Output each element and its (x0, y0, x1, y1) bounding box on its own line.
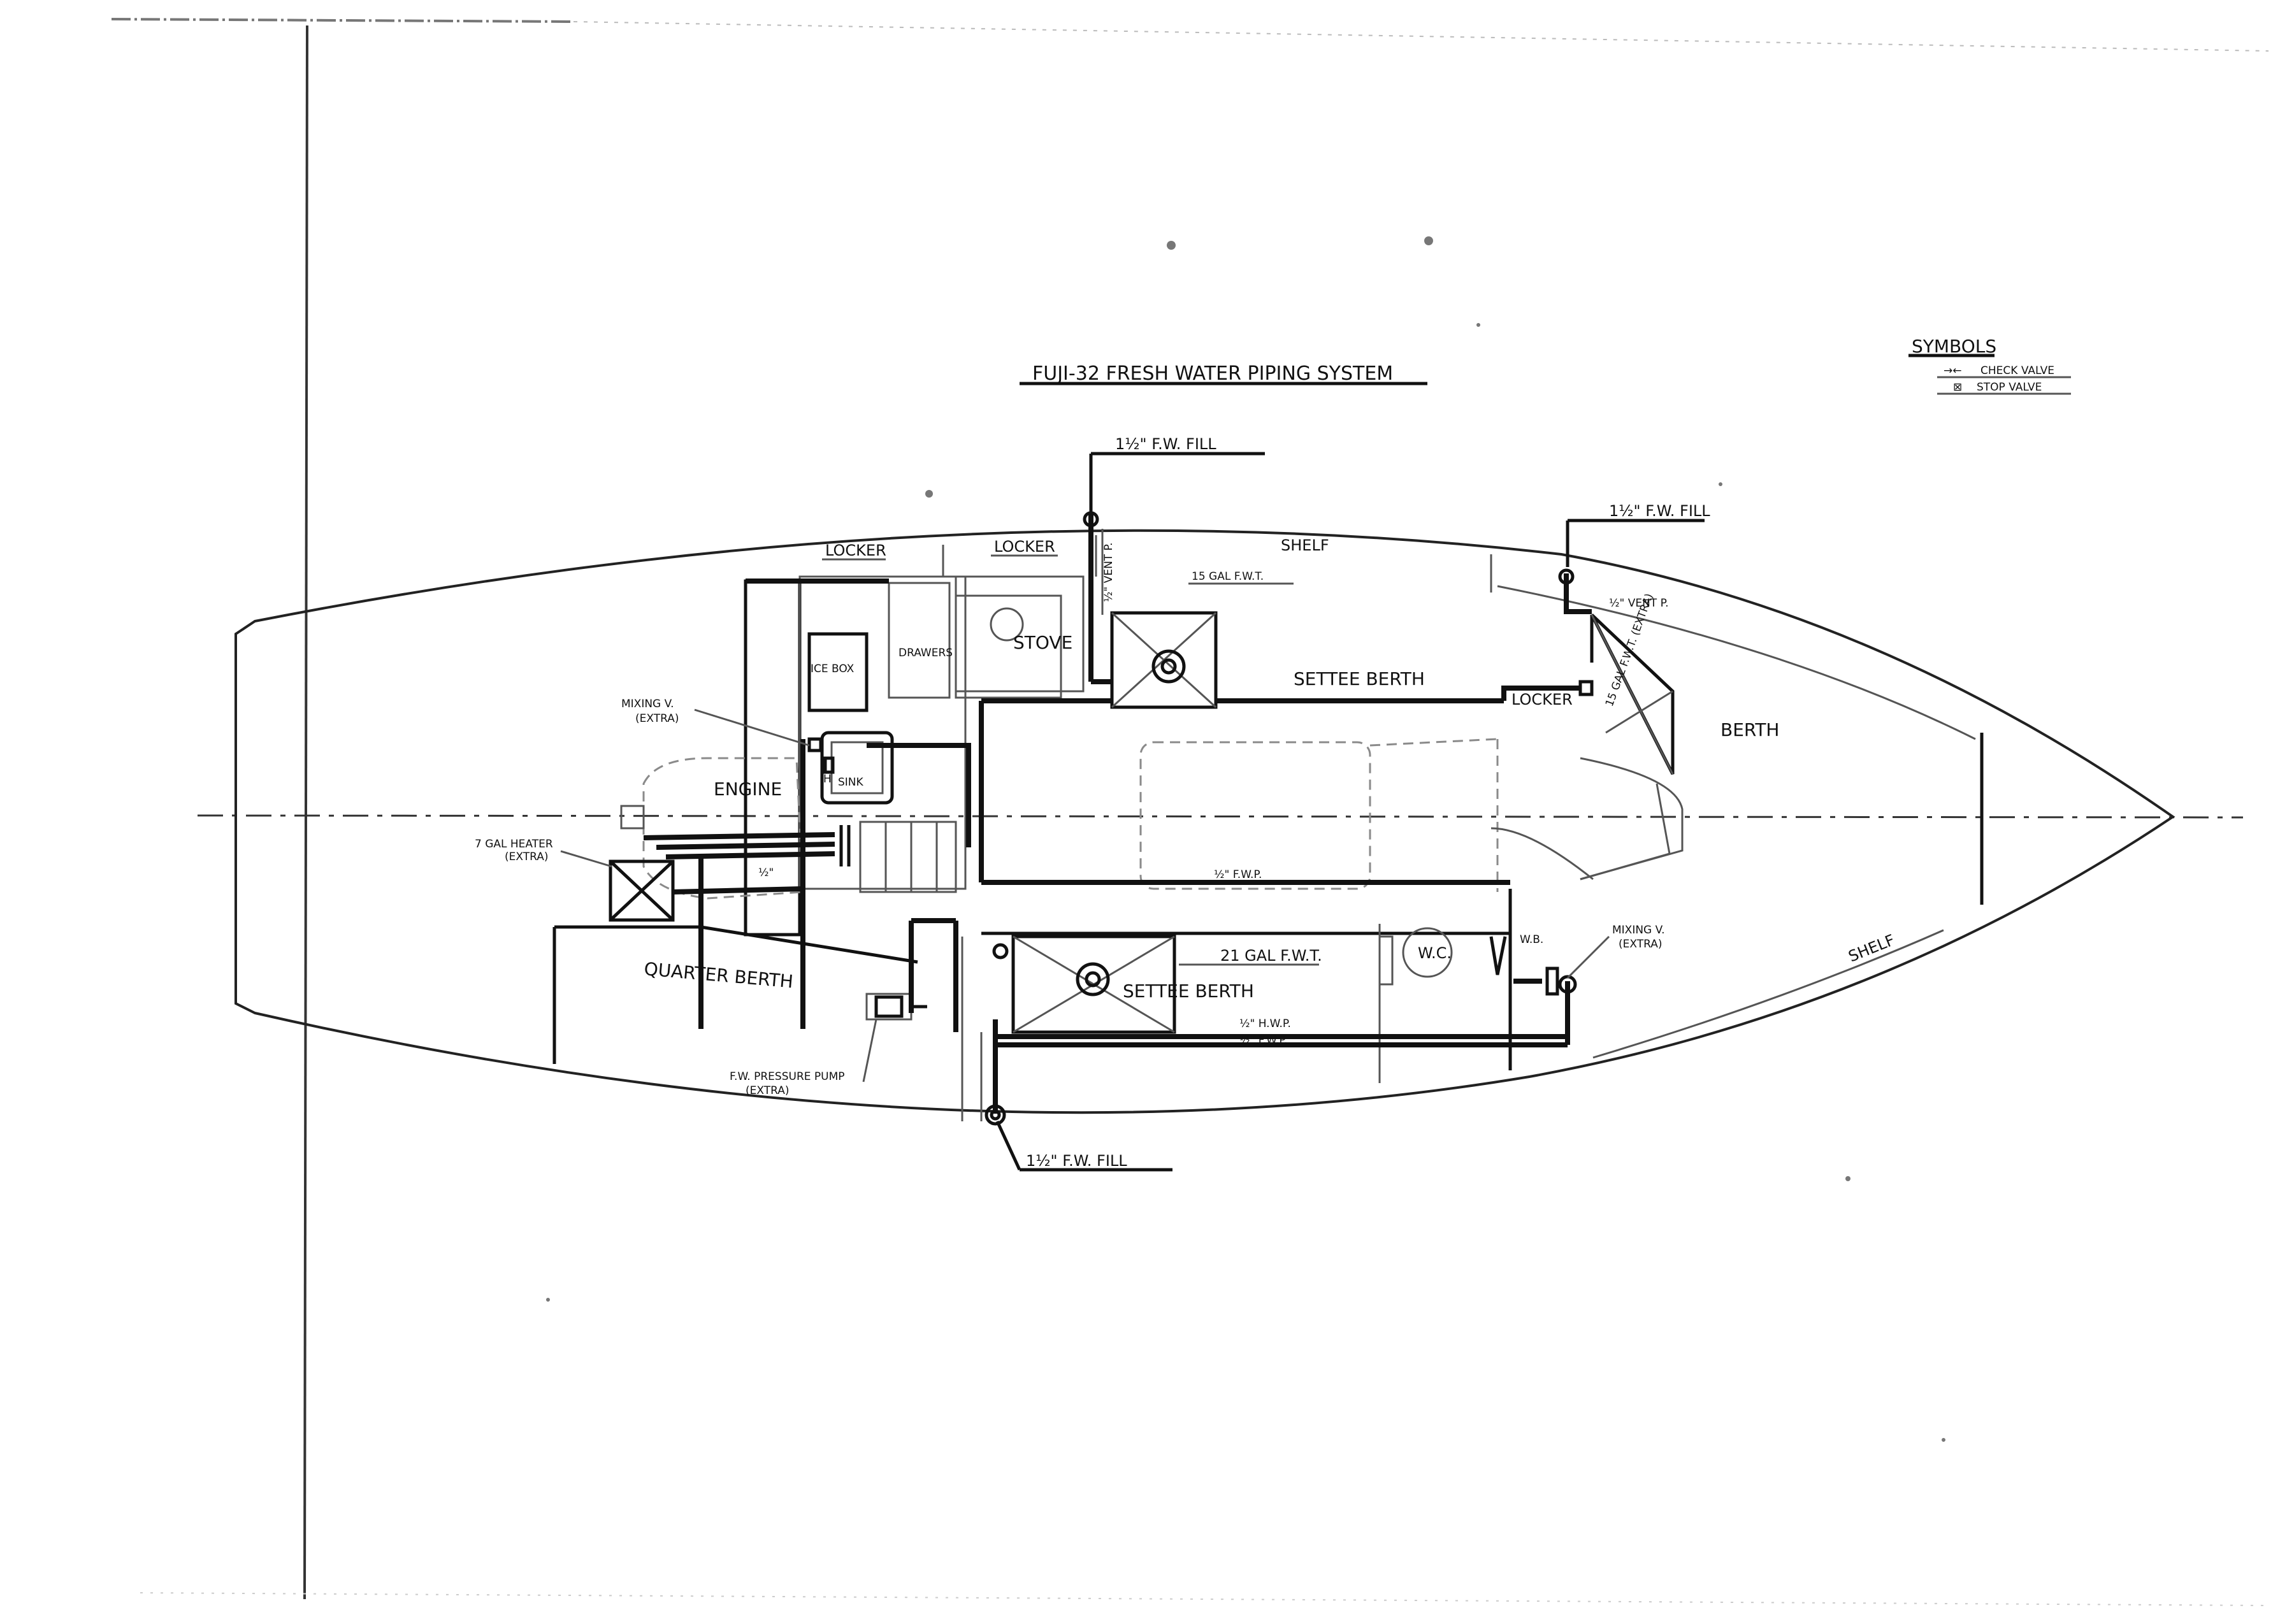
check-valve-label: CHECK VALVE (1980, 364, 2054, 377)
pump-label: F.W. PRESSURE PUMP (730, 1070, 845, 1083)
centerline (197, 814, 2244, 819)
piping (643, 514, 1684, 1121)
stove-label: STOVE (1013, 632, 1072, 653)
locker-label-3: LOCKER (1511, 691, 1573, 708)
check-valve-symbol-icon: →← (1944, 364, 1962, 377)
mixing-v-right-extra: (EXTRA) (1619, 938, 1663, 951)
wb-label: W.B. (1520, 933, 1543, 946)
furniture-outlines (552, 535, 1984, 1083)
berth-label: BERTH (1720, 719, 1779, 740)
tank-15-label: 15 GAL F.W.T. (1192, 570, 1264, 583)
tank-15-gal (1110, 611, 1218, 709)
quarter-berth-label: QUARTER BERTH (643, 958, 794, 992)
settee-berth-bottom-label: SETTEE BERTH (1123, 981, 1254, 1002)
valves (807, 511, 1594, 1126)
hull-outline (234, 529, 2175, 1114)
tank-bow (1590, 614, 1675, 775)
drawing-title: FUJI-32 FRESH WATER PIPING SYSTEM (1032, 363, 1393, 385)
heater-extra: (EXTRA) (505, 851, 549, 863)
hull-inner (1497, 585, 1976, 1059)
scan-specks (546, 236, 1945, 1442)
wc-label: W.C. (1418, 944, 1452, 962)
fill-bottom-label: 1½" F.W. FILL (1026, 1152, 1127, 1170)
vent-bow-label: ½" VENT P. (1609, 597, 1669, 610)
ice-box-label: ICE BOX (811, 663, 855, 675)
mixing-v-right-label: MIXING V. (1612, 924, 1664, 937)
engine-label: ENGINE (714, 779, 782, 800)
tank-21-label: 21 GAL F.W.T. (1220, 947, 1322, 965)
stop-valve-label: STOP VALVE (1977, 381, 2042, 394)
hwp-pipe-label: ½" H.W.P. (1239, 1017, 1291, 1030)
fwp-pipe-label-2: ½" F.W.P. (1239, 1034, 1287, 1047)
small-half-label: ½" (758, 866, 774, 879)
locker-label-2: LOCKER (994, 538, 1055, 556)
heater (609, 859, 675, 922)
fill-top-label: 1½" F.W. FILL (1115, 435, 1216, 453)
symbols-heading: SYMBOLS (1912, 336, 1996, 357)
shelf-label-top: SHELF (1281, 536, 1329, 554)
stop-valve-symbol-icon: ⊠ (1953, 381, 1962, 394)
mixing-v-left-extra: (EXTRA) (635, 712, 679, 725)
locker-label-1: LOCKER (825, 542, 886, 559)
fwp-pipe-label: ½" F.W.P. (1214, 868, 1262, 881)
h-label: H (823, 773, 832, 786)
sink-label: SINK (838, 776, 864, 789)
heater-label: 7 GAL HEATER (475, 838, 553, 851)
fill-bow-label: 1½" F.W. FILL (1609, 502, 1710, 520)
vent-top-label: ½" VENT P. (1102, 542, 1115, 602)
drawers-label: DRAWERS (898, 647, 953, 659)
scan-border (111, 18, 2269, 1606)
settee-berth-top-label: SETTEE BERTH (1294, 668, 1425, 689)
labels: FUJI-32 FRESH WATER PIPING SYSTEM SYMBOL… (475, 336, 2071, 1172)
mixing-v-left-label: MIXING V. (621, 698, 674, 710)
pump-extra: (EXTRA) (746, 1084, 790, 1097)
tank-21-gal (1011, 935, 1176, 1034)
